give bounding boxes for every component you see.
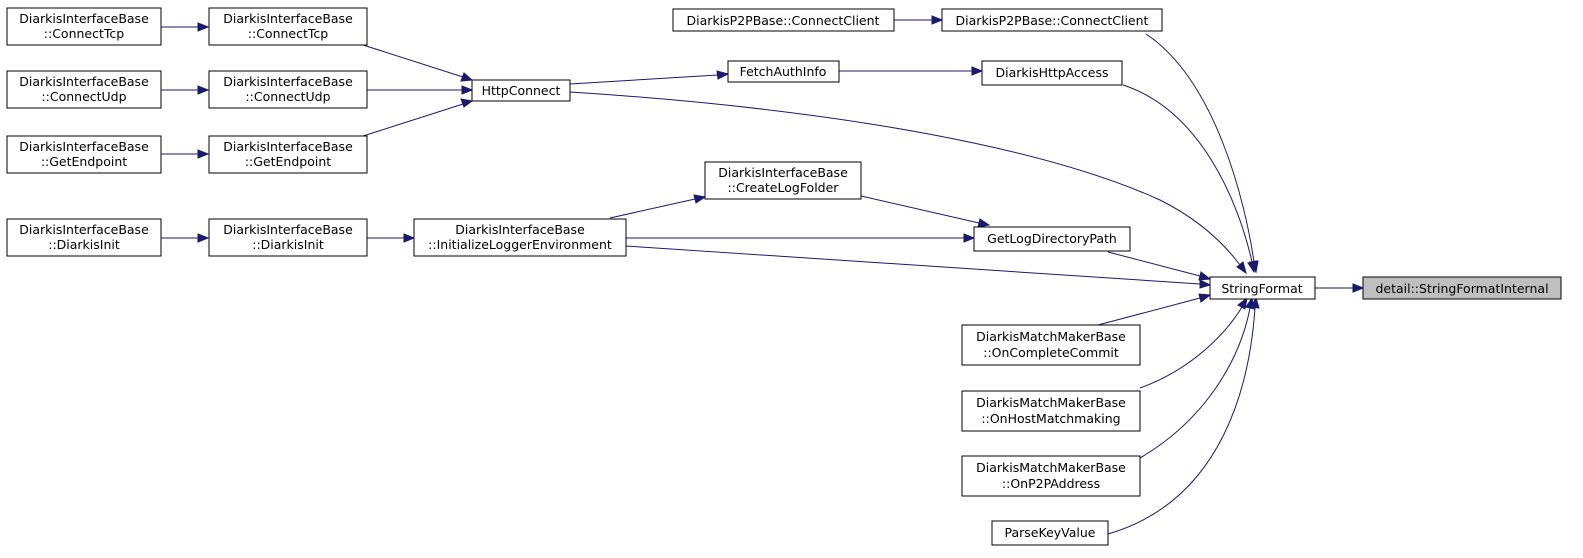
edge-arrow xyxy=(1199,279,1212,289)
node-diarkisinit-caller[interactable]: DiarkisInterfaceBase ::DiarkisInit xyxy=(6,218,162,257)
edge-arrow xyxy=(971,66,984,76)
node-diarkisinit[interactable]: DiarkisInterfaceBase ::DiarkisInit xyxy=(208,218,368,257)
node-label: ::InitializeLoggerEnvironment xyxy=(428,237,612,252)
node-getlogdirectorypath[interactable]: GetLogDirectoryPath xyxy=(973,226,1131,252)
node-label: DiarkisInterfaceBase xyxy=(19,74,149,89)
node-label: DiarkisP2PBase::ConnectClient xyxy=(687,13,880,28)
node-label: DiarkisP2PBase::ConnectClient xyxy=(956,13,1149,28)
node-initializeloggerenvironment[interactable]: DiarkisInterfaceBase ::InitializeLoggerE… xyxy=(413,218,627,257)
node-label: DiarkisInterfaceBase xyxy=(19,222,149,237)
node-p2p-connectclient-caller[interactable]: DiarkisP2PBase::ConnectClient xyxy=(672,8,895,32)
node-label: DiarkisInterfaceBase xyxy=(223,11,353,26)
node-label: ParseKeyValue xyxy=(1005,525,1096,540)
edge-arrow xyxy=(1198,271,1212,281)
edge-getendpoint-http xyxy=(359,103,464,138)
edge-arrow xyxy=(693,194,707,204)
edge-ohm-sf xyxy=(1139,306,1243,389)
node-label: ::CreateLogFolder xyxy=(728,180,840,195)
node-label: ::DiarkisInit xyxy=(48,237,120,252)
node-label: ::GetEndpoint xyxy=(245,154,331,169)
edge-arrow xyxy=(197,22,210,32)
edge-arrow xyxy=(977,218,991,228)
edge-arrow xyxy=(460,72,474,82)
edge-connecttcp-http xyxy=(359,43,464,78)
edge-arrow xyxy=(963,233,976,243)
edge-pkv-sf xyxy=(1107,307,1256,535)
node-label: ::OnP2PAddress xyxy=(1002,476,1100,491)
node-parsekeyvalue[interactable]: ParseKeyValue xyxy=(991,520,1109,546)
node-connecttcp[interactable]: DiarkisInterfaceBase ::ConnectTcp xyxy=(208,7,368,46)
node-label: DiarkisMatchMakerBase xyxy=(976,460,1126,475)
node-oncompletecommit[interactable]: DiarkisMatchMakerBase ::OnCompleteCommit xyxy=(961,324,1141,366)
edge-http-sf xyxy=(569,91,1241,266)
node-stringformatinternal[interactable]: detail::StringFormatInternal xyxy=(1362,276,1562,300)
edge-dha-sf xyxy=(1122,84,1253,263)
nodes: DiarkisInterfaceBase ::ConnectTcp Diarki… xyxy=(6,7,1562,546)
node-label: DiarkisInterfaceBase xyxy=(223,222,353,237)
node-connecttcp-caller[interactable]: DiarkisInterfaceBase ::ConnectTcp xyxy=(6,7,162,46)
edge-arrow xyxy=(403,233,416,243)
node-label: ::GetEndpoint xyxy=(41,154,127,169)
edge-arrow xyxy=(1236,261,1247,275)
edge-p2p-sf xyxy=(1145,33,1255,263)
node-label: ::ConnectTcp xyxy=(248,26,328,41)
edge-arrow xyxy=(1247,260,1257,274)
edge-arrow xyxy=(1198,293,1212,303)
node-label: DiarkisInterfaceBase xyxy=(223,74,353,89)
node-getendpoint[interactable]: DiarkisInterfaceBase ::GetEndpoint xyxy=(208,135,368,174)
edge-arrow xyxy=(197,85,210,95)
node-label: DiarkisInterfaceBase xyxy=(19,139,149,154)
node-label: detail::StringFormatInternal xyxy=(1375,281,1548,296)
node-connectudp[interactable]: DiarkisInterfaceBase ::ConnectUdp xyxy=(208,70,368,109)
edges xyxy=(161,15,1365,535)
edge-occ-sf xyxy=(1097,297,1201,326)
edge-clf-gld xyxy=(860,195,980,224)
edge-ile-sf xyxy=(625,245,1201,285)
node-label: ::ConnectUdp xyxy=(245,89,330,104)
node-httpconnect[interactable]: HttpConnect xyxy=(471,79,571,102)
node-stringformat[interactable]: StringFormat xyxy=(1209,276,1316,300)
node-createlogfolder[interactable]: DiarkisInterfaceBase ::CreateLogFolder xyxy=(704,161,862,200)
edge-arrow xyxy=(197,233,210,243)
edge-arrow xyxy=(1352,283,1365,293)
node-diarkishttpaccess[interactable]: DiarkisHttpAccess xyxy=(981,60,1123,86)
node-label: DiarkisMatchMakerBase xyxy=(976,395,1126,410)
edge-arrow xyxy=(460,98,474,108)
edge-ile-clf xyxy=(609,198,696,219)
node-label: ::OnCompleteCommit xyxy=(983,345,1119,360)
node-label: HttpConnect xyxy=(482,83,561,98)
node-label: DiarkisInterfaceBase xyxy=(718,165,848,180)
node-label: DiarkisInterfaceBase xyxy=(19,11,149,26)
node-label: ::ConnectTcp xyxy=(44,26,124,41)
edge-arrow xyxy=(461,85,474,95)
node-label: StringFormat xyxy=(1221,281,1302,296)
node-getendpoint-caller[interactable]: DiarkisInterfaceBase ::GetEndpoint xyxy=(6,135,162,174)
node-label: DiarkisInterfaceBase xyxy=(455,222,585,237)
edge-http-fai xyxy=(569,74,719,85)
node-label: GetLogDirectoryPath xyxy=(987,231,1117,246)
edge-arrow xyxy=(1250,296,1260,309)
node-label: DiarkisMatchMakerBase xyxy=(976,329,1126,344)
node-p2p-connectclient[interactable]: DiarkisP2PBase::ConnectClient xyxy=(941,8,1163,32)
edge-opa-sf xyxy=(1139,307,1251,459)
node-onhostmatchmaking[interactable]: DiarkisMatchMakerBase ::OnHostMatchmakin… xyxy=(961,390,1141,432)
edge-gld-sf xyxy=(1107,251,1201,277)
node-label: ::OnHostMatchmaking xyxy=(981,411,1120,426)
node-onp2paddress[interactable]: DiarkisMatchMakerBase ::OnP2PAddress xyxy=(961,455,1141,497)
edge-arrow xyxy=(197,149,210,159)
node-fetchauthinfo[interactable]: FetchAuthInfo xyxy=(727,60,840,83)
node-label: ::DiarkisInit xyxy=(252,237,324,252)
node-label: ::ConnectUdp xyxy=(41,89,126,104)
edge-arrow xyxy=(1237,296,1248,310)
node-connectudp-caller[interactable]: DiarkisInterfaceBase ::ConnectUdp xyxy=(6,70,162,109)
edge-arrow xyxy=(931,15,944,25)
node-label: FetchAuthInfo xyxy=(740,64,827,79)
edge-arrow xyxy=(716,70,730,80)
node-label: DiarkisInterfaceBase xyxy=(223,139,353,154)
node-label: DiarkisHttpAccess xyxy=(995,65,1108,80)
